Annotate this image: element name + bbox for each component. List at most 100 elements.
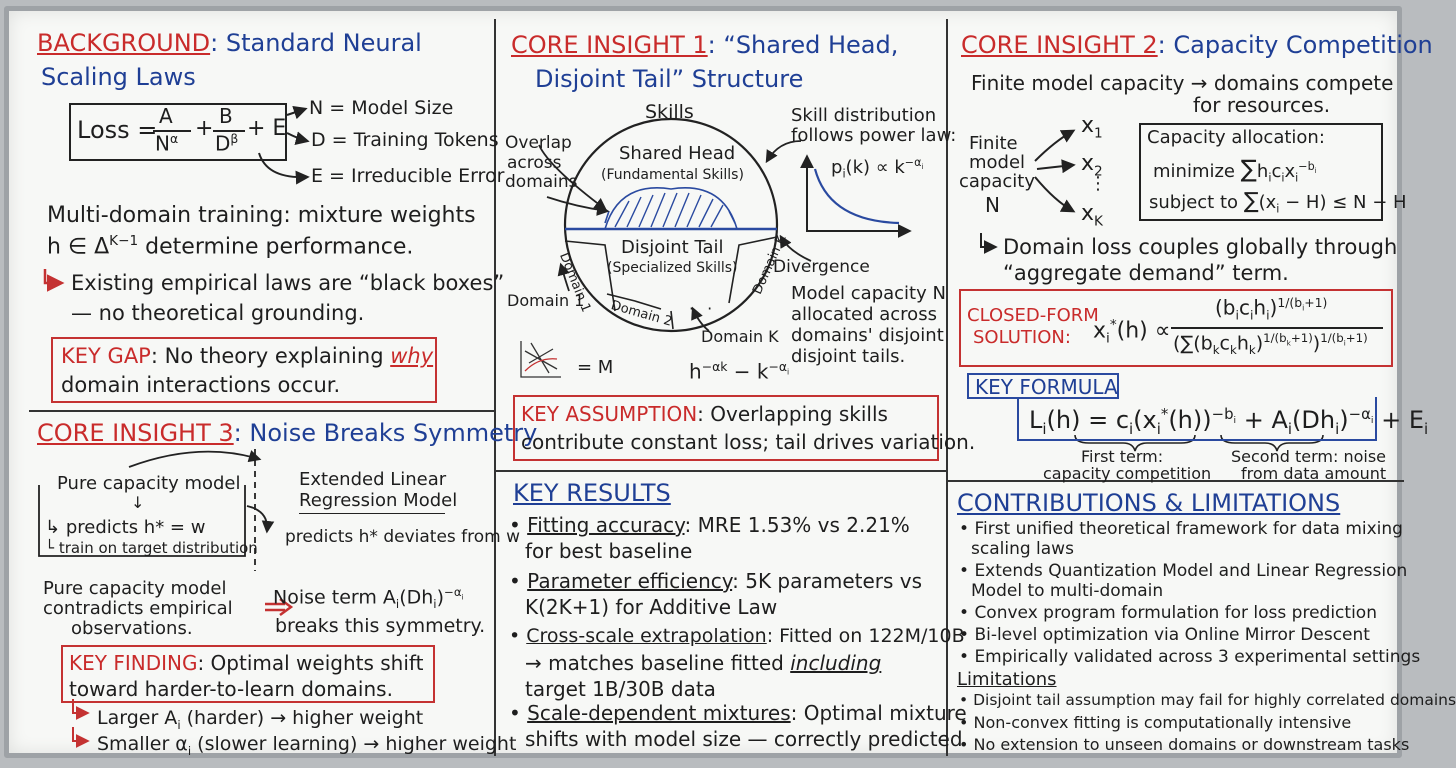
key-formula-eq: Li(h) = ci(xi*(h))−bi + Ai(Dhi)−αi + Ei [1029,405,1429,438]
eq-a: A [159,104,173,128]
key-assumption-line1: KEY ASSUMPTION: Overlapping skills [521,404,888,424]
ci1-title-rest: : “Shared Head, [707,31,899,59]
background-title-line2: Scaling Laws [41,63,196,91]
closed-form-num: (bicihi)1/(bi+1) [1215,295,1328,323]
xk-var: x [1081,201,1095,226]
couples-line1: Domain loss couples globally through [1003,235,1398,259]
disjoint-tail-label: Disjoint Tail [621,237,724,258]
ci3-title-label: CORE INSIGHT 3 [37,419,234,447]
x1-var: x [1081,113,1095,138]
domain-1-callout: Domain 1 [507,291,585,310]
contributions-title: CONTRIBUTIONS & LIMITATIONS [957,489,1341,517]
multi-domain-line2: h ∈ ΔK−1 determine performance. [47,234,413,258]
result-3-line2: → matches baseline fitted including [525,653,881,673]
smaller-alpha-rest: (slower learning) → higher weight [191,733,517,755]
capacity-line1: Model capacity N [791,283,946,304]
capacity-line3: domains' disjoint [791,325,944,346]
key-gap-line2: domain interactions occur. [61,373,341,397]
noise-term-close: ) [436,586,444,609]
result-3-text: : Fitted on 122M/10B [766,625,965,647]
result-3-line1: • Cross-scale extrapolation: Fitted on 1… [509,625,965,647]
closed-form-lhs: xi*(h) ∝ [1093,317,1171,347]
legend-irreducible-error: E = Irreducible Error [311,165,505,187]
x1-label: x1 [1081,113,1103,142]
eq-n-alpha: Nα [155,131,178,156]
limitation-3-text: No extension to unseen domains or downst… [973,735,1410,754]
finite-label-3: capacity [959,171,1035,192]
second-term-line2: from data amount [1241,464,1387,483]
extended-linear-line1: Extended Linear [299,469,447,490]
contrib-5: • Empirically validated across 3 experim… [959,647,1421,667]
disjoint-tail-sub: (Specialized Skills) [607,260,738,276]
overlap-line1: Overlap [505,133,572,153]
legend-training-tokens: D = Training Tokens [311,129,499,151]
limitation-2: • Non-convex fitting is computationally … [959,713,1352,732]
closed-form-box [959,289,1393,367]
eq-plus-e: + E [247,116,287,141]
divergence-label: Divergence [773,257,870,277]
eq-n: N [155,131,170,156]
capacity-allocation-label: Capacity allocation: [1147,127,1325,148]
shared-head-label: Shared Head [619,143,736,164]
key-finding-box [61,645,435,703]
x2-label: x2 [1081,151,1103,180]
scribble-h: h [689,359,702,384]
predicts-h-equals-w: ↳ predicts h* = w [45,517,206,538]
result-2-line1: • Parameter efficiency: 5K parameters vs [509,569,923,593]
larger-a-rest: (harder) → higher weight [180,707,424,729]
eq-frac-line-1 [153,130,191,132]
capacity-line4: disjoint tails. [791,346,906,367]
first-term-line1: First term: [1081,447,1164,466]
xk-label: xK [1081,201,1103,230]
key-finding-line1: KEY FINDING: Optimal weights shift [69,653,423,673]
extended-linear-line2: Regression Model [299,490,458,511]
ci2-title-rest: : Capacity Competition [1157,31,1433,59]
key-finding-text: : Optimal weights shift [197,651,424,675]
finite-label-n: N [985,193,1000,217]
contrib-1-text: First unified theoretical framework for … [974,519,1403,539]
key-finding-label: KEY FINDING [69,651,198,675]
wedge-dots: · · [689,299,717,318]
result-4-line1: • Scale-dependent mixtures: Optimal mixt… [509,701,967,725]
train-target-text: train on target distribution [58,539,258,557]
key-gap-text: : No theory explaining [150,344,391,368]
noise-term-line1: Noise term Ai(Dhi)−αi [273,585,464,612]
result-3-including: including [790,651,882,675]
smaller-alpha-line: Smaller αi (slower learning) → higher we… [97,733,517,758]
key-assumption-box [513,395,939,461]
contrib-2-cont: Model to multi-domain [971,581,1164,601]
result-2-head: Parameter efficiency [527,569,733,593]
shared-head-sub: (Fundamental Skills) [601,167,744,183]
overlap-line2: across [507,153,562,173]
down-arrow: ↓ [131,493,145,512]
domain-k-callout: Domain K [701,327,779,346]
power-law-rest: (k) ∝ k [845,157,905,178]
result-1-head: Fitting accuracy [527,513,685,537]
result-1-line2: for best baseline [525,539,693,563]
key-assumption-label: KEY ASSUMPTION [521,402,698,426]
power-law-formula: pi(k) ∝ k−αi [831,156,924,181]
result-3-head: Cross-scale extrapolation [526,625,767,647]
predicts-h-text: predicts h* = w [65,517,206,538]
result-4-head: Scale-dependent mixtures [527,701,791,725]
eq-plus-1: + [195,116,214,141]
result-1-line1: • Fitting accuracy: MRE 1.53% vs 2.21% [509,513,910,537]
contrib-2-text: Extends Quantization Model and Linear Re… [974,561,1408,581]
eq-d: D [215,131,231,156]
legend-model-size: N = Model Size [309,97,454,119]
couples-line2: “aggregate demand” term. [1003,261,1289,285]
contrib-3-text: Convex program formulation for loss pred… [974,603,1377,623]
board-lines [29,19,1404,756]
first-term-line2: capacity competition [1043,464,1212,483]
noise-term-line2: breaks this symmetry. [275,615,486,637]
key-formula-box [1017,397,1377,441]
key-gap-label: KEY GAP [61,344,151,368]
eq-frac-line-2 [213,130,245,132]
scribble-k: − k [727,359,769,384]
finite-label-2: model [969,152,1026,173]
subject-to-label: subject to [1149,192,1239,213]
overlap-line3: domains [505,172,578,192]
capacity-allocation-box [1139,123,1383,221]
contradiction-line3: observations. [71,618,193,639]
ci3-title-rest: : Noise Breaks Symmetry [233,419,538,447]
